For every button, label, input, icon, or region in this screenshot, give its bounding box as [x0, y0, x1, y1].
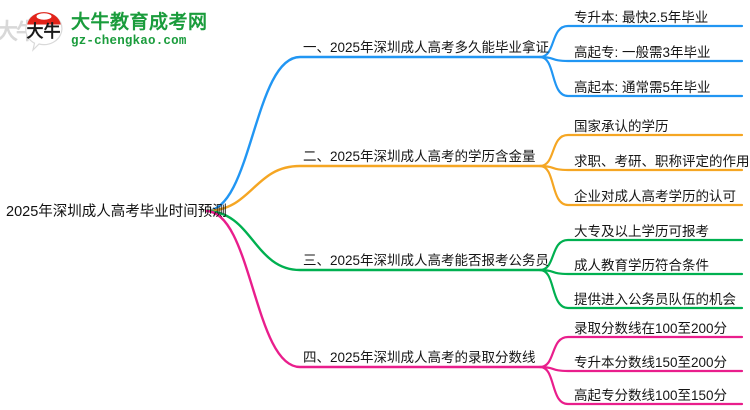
leaf-node-label: 提供进入公务员队伍的机会: [574, 292, 736, 307]
site-logo: 大牛 大牛教育成考网 gz-chengkao.com: [22, 6, 208, 54]
leaf-node-label: 专升本分数线150至200分: [574, 355, 728, 370]
branch-node-label: 二、2025年深圳成人高考的学历含金量: [303, 149, 536, 164]
leaf-node-label: 求职、考研、职称评定的作用: [574, 154, 750, 169]
logo-domain: gz-chengkao.com: [71, 33, 187, 48]
connector-line: [538, 55, 744, 98]
svg-text:大牛: 大牛: [27, 21, 61, 41]
leaf-node-label: 高起专: 一般需3年毕业: [574, 45, 711, 60]
leaf-node-label: 国家承认的学历: [574, 119, 669, 134]
leaf-node-label: 高起专分数线100至150分: [574, 388, 728, 403]
leaf-node-label: 大专及以上学历可报考: [574, 224, 709, 239]
leaf-node-label: 专升本: 最快2.5年毕业: [574, 10, 709, 25]
connector-line: [204, 209, 542, 369]
connector-line: [538, 133, 744, 168]
leaf-node-label: 成人教育学历符合条件: [574, 258, 709, 273]
connector-line: [538, 24, 744, 59]
connector-line: [538, 268, 744, 310]
connector-line: [538, 365, 744, 406]
connector-line: [204, 164, 542, 213]
logo-title: 大牛教育成考网: [71, 11, 208, 33]
branch-node-label: 四、2025年深圳成人高考的录取分数线: [303, 350, 536, 365]
branch-node-label: 一、2025年深圳成人高考多久能毕业拿证: [303, 40, 550, 55]
branch-node-label: 三、2025年深圳成人高考能否报考公务员: [303, 253, 550, 268]
connector-line: [538, 164, 744, 207]
leaf-node-label: 录取分数线在100至200分: [574, 321, 728, 336]
connector-line: [204, 55, 542, 213]
logo-text-block: 大牛教育成考网 gz-chengkao.com: [71, 13, 208, 48]
leaf-node-label: 高起本: 通常需5年毕业: [574, 80, 711, 95]
logo-badge-icon: 大牛: [22, 8, 66, 52]
leaf-node-label: 企业对成人高考学历的认可: [574, 189, 736, 204]
connector-line: [204, 209, 542, 272]
connector-line: [538, 335, 744, 369]
connector-line: [538, 238, 744, 272]
root-node-label: 2025年深圳成人高考毕业时间预测: [6, 204, 227, 220]
